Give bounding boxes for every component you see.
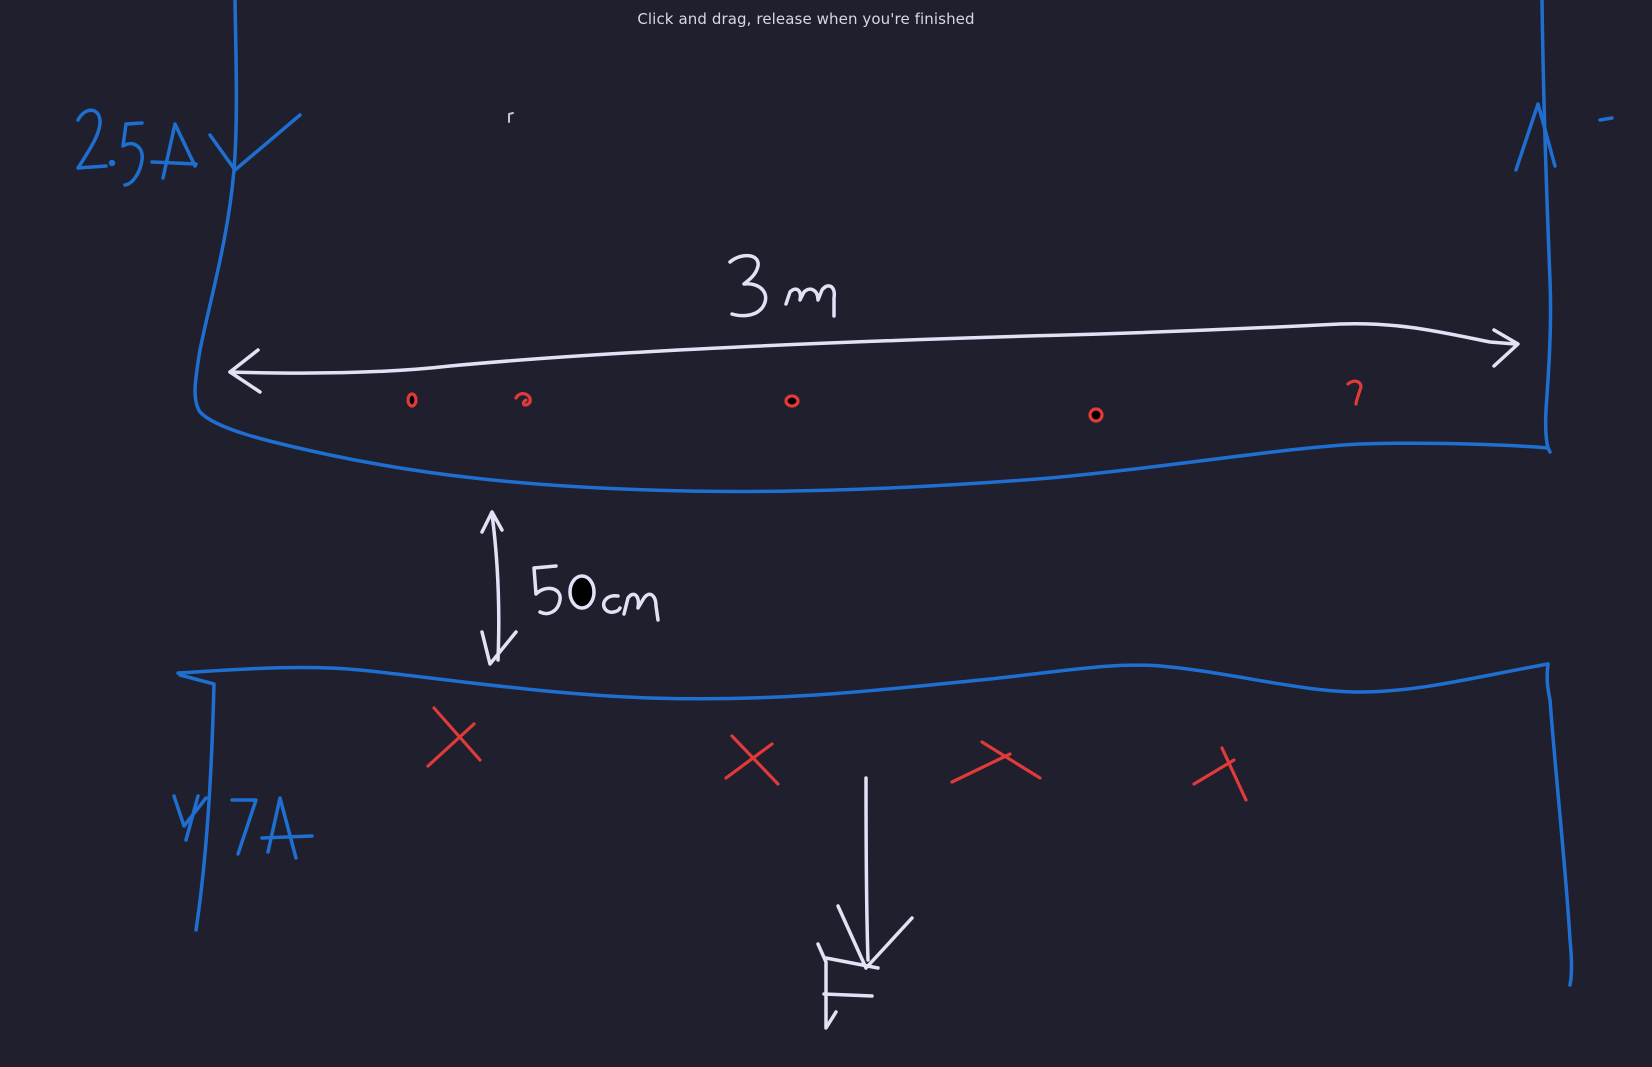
- label-gap: [532, 564, 660, 622]
- bottom-wire-stroke: [176, 662, 1574, 987]
- label-top-left-current: [76, 108, 198, 187]
- label-bottom-left-current: [172, 794, 314, 860]
- label-force: [816, 942, 880, 1030]
- width-dimension-arrow: [228, 321, 1520, 394]
- gap-dimension-arrow: [480, 510, 518, 666]
- current-out-of-page-dots: [406, 379, 1363, 423]
- label-width: [728, 253, 837, 318]
- top-wire-stroke: [193, 0, 1553, 494]
- stray-mark: [508, 112, 514, 123]
- current-into-page-crosses: [426, 706, 1248, 802]
- label-top-right-current: [1514, 102, 1614, 172]
- force-arrow: [836, 776, 914, 970]
